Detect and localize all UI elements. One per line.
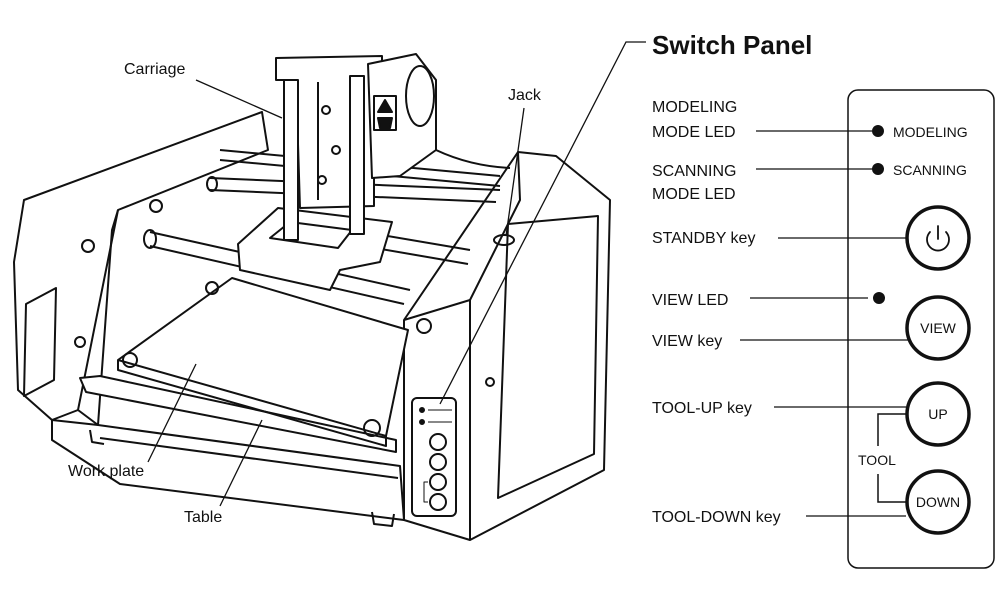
panel-contents: MODELING SCANNING VIEW UP DOWN TOOL <box>858 124 971 535</box>
standby-button[interactable] <box>905 205 971 271</box>
tool-down-button-label: DOWN <box>916 494 960 510</box>
leader-jack <box>505 107 525 237</box>
view-button[interactable]: VIEW <box>905 295 971 361</box>
left-bolt-3 <box>74 336 86 348</box>
mini-tool-bracket <box>423 481 428 503</box>
right-front-bolt <box>416 318 432 334</box>
tool-down-button[interactable]: DOWN <box>905 469 971 535</box>
jack-hole <box>493 234 515 246</box>
plate-screw-3 <box>363 419 381 437</box>
view-button-label: VIEW <box>920 320 957 336</box>
carriage-screw-2 <box>331 145 341 155</box>
left-housing-inner <box>77 209 119 426</box>
callout-scanning-led-2: MODE LED <box>652 186 736 203</box>
base-front-edge <box>99 437 399 479</box>
callout-modeling-led-1: MODELING <box>652 99 737 116</box>
cable <box>435 149 511 169</box>
tool-group-label: TOOL <box>858 452 896 468</box>
hand-icon <box>377 117 393 129</box>
tool-up-button[interactable]: UP <box>905 381 971 447</box>
machine-illustration <box>13 53 611 541</box>
mini-led-1 <box>419 407 425 413</box>
switch-panel-title: Switch Panel <box>652 30 812 60</box>
front-rod-cap <box>143 229 157 249</box>
carriage-screw-3 <box>317 175 327 185</box>
warning-triangle-icon <box>377 99 393 113</box>
callout-view-led: VIEW LED <box>652 292 728 309</box>
mini-switch-panel <box>411 397 457 517</box>
right-side-bolt <box>485 377 495 387</box>
power-icon <box>926 231 950 252</box>
back-rod-cap <box>206 176 218 192</box>
leader-table <box>219 419 263 507</box>
tool-up-button-label: UP <box>928 406 947 422</box>
spindle-right <box>349 75 365 235</box>
mini-key-view <box>429 453 447 471</box>
mini-key-up <box>429 473 447 491</box>
callout-tool-up-key: TOOL-UP key <box>652 400 752 417</box>
leader-switch-panel <box>439 41 646 405</box>
plate-screw-2 <box>205 281 219 295</box>
indicator-scanning: SCANNING <box>893 162 967 178</box>
indicator-modeling: MODELING <box>893 124 968 140</box>
left-bolt-2 <box>149 199 163 213</box>
modeling-led-dot <box>872 125 884 137</box>
label-jack: Jack <box>508 87 542 104</box>
callout-standby-key: STANDBY key <box>652 230 755 247</box>
left-window <box>23 287 57 397</box>
callout-modeling-led-2: MODE LED <box>652 124 736 141</box>
callout-tool-down-key: TOOL-DOWN key <box>652 509 781 526</box>
right-side-panel <box>497 215 599 499</box>
mini-key-down <box>429 493 447 511</box>
view-led-dot <box>873 292 885 304</box>
spindle-left <box>283 79 299 241</box>
carriage-block <box>237 207 393 291</box>
plate-screw-1 <box>122 352 138 368</box>
work-plate <box>117 277 409 437</box>
leader-carriage <box>195 79 283 119</box>
right-housing-edge <box>469 151 521 301</box>
work-plate-edge <box>117 360 387 447</box>
carriage-screw-1 <box>321 105 331 115</box>
label-table: Table <box>184 509 222 526</box>
mini-key-standby <box>429 433 447 451</box>
machine-callouts: Carriage Jack Work plate Table <box>68 61 542 526</box>
label-work-plate: Work plate <box>68 463 144 480</box>
left-bolt-1 <box>81 239 95 253</box>
scanning-led-dot <box>872 163 884 175</box>
tool-bracket <box>877 413 906 503</box>
leader-work-plate <box>147 363 197 463</box>
callout-view-key: VIEW key <box>652 333 722 350</box>
motor-cap <box>405 65 435 127</box>
mini-led-2 <box>419 419 425 425</box>
label-carriage: Carriage <box>124 61 185 78</box>
callout-scanning-led-1: SCANNING <box>652 163 736 180</box>
table-edge <box>79 375 397 453</box>
base-foot-right <box>371 511 395 527</box>
panel-callouts: MODELING MODE LED SCANNING MODE LED STAN… <box>652 99 908 526</box>
base-foot-left <box>89 429 105 445</box>
